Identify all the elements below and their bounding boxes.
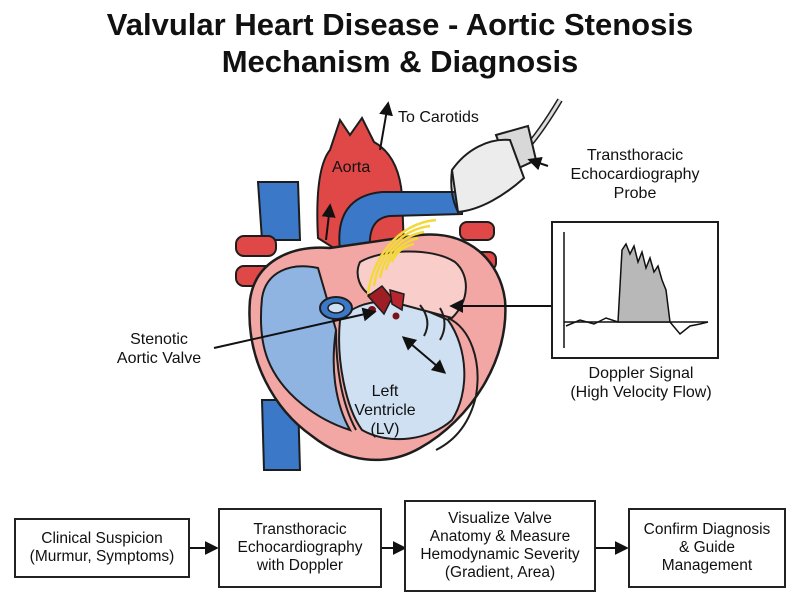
pulmonary-vein xyxy=(235,235,277,257)
label-probe-line: Echocardiography xyxy=(570,166,700,183)
flow-step-confirm-diagnosis: Confirm Diagnosis & Guide Management xyxy=(628,508,786,588)
label-valve-line: Stenotic xyxy=(130,331,188,348)
label-doppler-line: (High Velocity Flow) xyxy=(570,384,712,401)
label-lv-line: Ventricle xyxy=(354,402,416,419)
flow-step-line: Transthoracic xyxy=(253,521,347,538)
label-doppler: Doppler Signal (High Velocity Flow) xyxy=(556,364,726,402)
flow-step-line: Echocardiography xyxy=(237,539,363,556)
aorta xyxy=(316,116,406,264)
flow-step-line: Anatomy & Measure xyxy=(429,528,571,545)
pulmonary-vein xyxy=(459,221,495,241)
flow-step-visualize-valve: Visualize Valve Anatomy & Measure Hemody… xyxy=(404,500,596,592)
flow-step-echocardiography: Transthoracic Echocardiography with Dopp… xyxy=(218,508,382,588)
valve-pointer xyxy=(213,307,377,349)
label-probe-line: Transthoracic xyxy=(586,147,684,164)
interventricular-septum xyxy=(335,329,357,431)
diagram-title: Valvular Heart Disease - Aortic Stenosis… xyxy=(0,6,800,80)
label-aorta: Aorta xyxy=(332,159,371,176)
left-atrium xyxy=(356,250,467,320)
title-line-1: Valvular Heart Disease - Aortic Stenosis xyxy=(106,7,694,42)
flow-step-line: Confirm Diagnosis xyxy=(643,521,771,538)
superior-vena-cava xyxy=(256,181,302,241)
lv-wall xyxy=(435,317,479,451)
flow-step-line: with Doppler xyxy=(256,557,344,574)
lv-flow-arrow xyxy=(401,336,447,374)
probe-pointer xyxy=(527,156,549,171)
flow-step-line: & Guide xyxy=(678,539,735,556)
flow-step-line: (Murmur, Symptoms) xyxy=(29,548,175,565)
label-doppler-line: Doppler Signal xyxy=(588,365,694,382)
flow-step-clinical-suspicion: Clinical Suspicion (Murmur, Symptoms) xyxy=(14,518,190,578)
label-left-ventricle: Left Ventricle (LV) xyxy=(340,382,430,439)
flow-step-line: Visualize Valve xyxy=(448,510,552,527)
label-probe-line: Probe xyxy=(613,185,657,202)
flow-step-line: Management xyxy=(661,557,753,574)
label-probe: Transthoracic Echocardiography Probe xyxy=(560,146,710,203)
doppler-waveform-icon xyxy=(551,221,719,359)
to-carotids-arrow xyxy=(379,101,393,151)
flow-step-line: Hemodynamic Severity xyxy=(420,546,580,563)
flow-step-line: Clinical Suspicion xyxy=(41,530,163,547)
title-line-2: Mechanism & Diagnosis xyxy=(221,44,579,79)
label-valve-line: Aortic Valve xyxy=(116,350,202,367)
probe-icon xyxy=(450,98,563,214)
aorta-flow-arrow xyxy=(321,203,336,241)
flow-step-line: (Gradient, Area) xyxy=(444,564,556,581)
label-to-carotids: To Carotids xyxy=(398,109,479,126)
label-stenotic-valve: Stenotic Aortic Valve xyxy=(104,330,214,368)
ultrasound-waves-icon xyxy=(366,218,437,295)
label-lv-line: Left xyxy=(371,383,399,400)
label-lv-line: (LV) xyxy=(370,421,400,438)
